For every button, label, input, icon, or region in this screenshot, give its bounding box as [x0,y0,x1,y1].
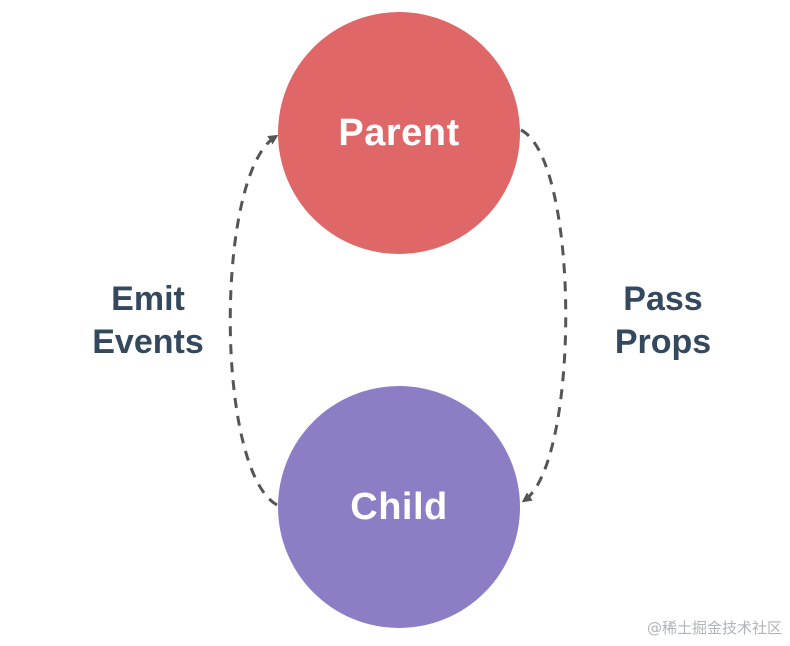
child-label: Child [350,485,448,528]
parent-node: Parent [278,12,520,254]
pass-props-label: Pass Props [596,278,730,364]
emit-events-line1: Emit [111,280,185,318]
parent-label: Parent [338,111,460,154]
pass-props-arrow [520,128,568,503]
child-node: Child [278,386,520,628]
emit-events-label: Emit Events [80,278,216,364]
emit-events-line2: Events [92,323,204,361]
pass-props-line2: Props [614,323,712,361]
watermark: @稀土掘金技术社区 [646,619,782,637]
emit-events-arrow [228,134,279,507]
pass-props-line1: Pass [623,280,703,318]
